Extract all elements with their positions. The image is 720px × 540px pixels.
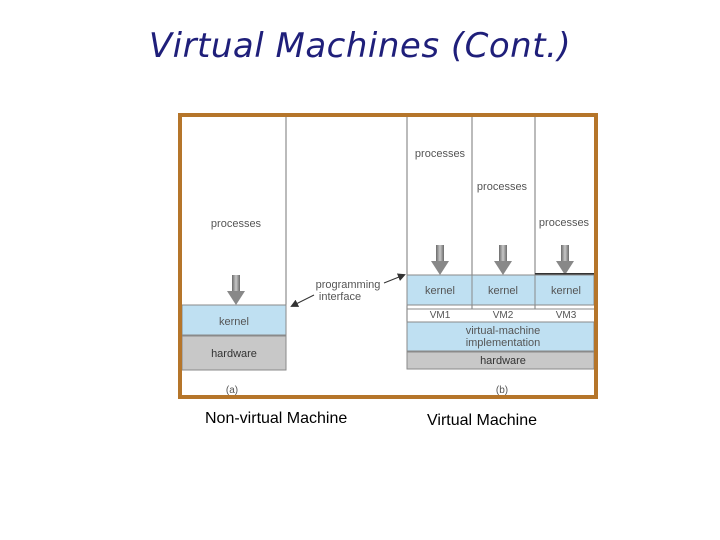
vm2-processes-label: processes [477,181,528,193]
vm2-kernel-label: kernel [488,285,518,297]
panel-a-hardware-label: hardware [211,348,257,360]
panel-a-hardware-block [181,335,287,371]
panel-a-caption: (a) [226,385,238,395]
programming-interface-line1: programming [316,279,381,291]
vm-diagram: processes kernel hardware (a) programmin… [178,113,598,399]
vm-implementation-line1: virtual-machine [466,325,541,337]
vm-implementation-block [406,321,595,352]
vm3-kernel-label: kernel [551,285,581,297]
panel-a-processes-label: processes [211,218,262,230]
panel-b: processes processes processes kernel ker… [406,117,595,396]
slide-title: Virtual Machines (Cont.) [148,26,572,66]
programming-interface-arrow-left [290,294,315,307]
vm-diagram-svg: processes kernel hardware (a) programmin… [181,117,595,396]
vm1-label: VM1 [430,310,451,321]
vm-implementation-line2: implementation [466,337,541,349]
programming-interface-line2: interface [319,291,361,303]
panel-a-kernel-block [181,304,287,336]
vm2-label: VM2 [493,310,514,321]
panel-a-kernel-label: kernel [219,316,249,328]
panel-a: processes kernel hardware (a) [181,117,287,396]
vm3-processes-label: processes [539,217,590,229]
caption-virtual-machine: Virtual Machine [427,412,537,429]
vm3-label: VM3 [556,310,577,321]
panel-b-caption: (b) [496,385,508,395]
programming-interface-annotation: programming interface [290,273,406,307]
vm3-kernel-block [534,274,595,306]
vm1-processes-label: processes [415,148,466,160]
panel-b-hardware-label: hardware [480,355,526,367]
programming-interface-arrow-right [383,273,406,284]
vm1-syscall-arrow [431,245,449,275]
vm3-syscall-arrow [556,245,574,275]
vm1-kernel-block [406,274,473,306]
panel-a-syscall-arrow [227,275,245,305]
vm2-syscall-arrow [494,245,512,275]
vm1-kernel-label: kernel [425,285,455,297]
caption-non-virtual-machine: Non-virtual Machine [205,410,348,427]
